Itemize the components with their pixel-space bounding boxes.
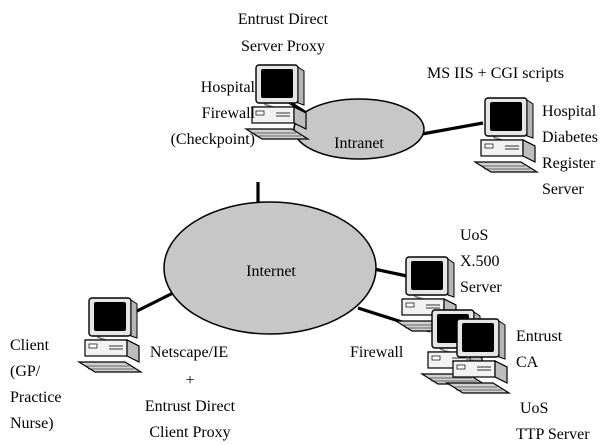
svg-text:Hospital: Hospital xyxy=(201,79,256,96)
link-internet-x500 xyxy=(373,267,408,278)
svg-text:Nurse): Nurse) xyxy=(10,415,54,432)
svg-text:UoS: UoS xyxy=(520,400,548,417)
svg-text:TTP Server: TTP Server xyxy=(516,426,590,443)
svg-text:+: + xyxy=(185,372,194,389)
svg-text:X.500: X.500 xyxy=(460,253,500,270)
svg-text:Entrust Direct: Entrust Direct xyxy=(145,398,236,415)
hospital-diabetes-label: Hospital Diabetes Register Server xyxy=(542,103,598,198)
svg-text:(Checkpoint): (Checkpoint) xyxy=(171,131,255,148)
svg-text:Firewall: Firewall xyxy=(202,105,256,122)
intranet-label: Intranet xyxy=(334,135,384,152)
svg-text:Client: Client xyxy=(10,337,50,354)
svg-text:Register: Register xyxy=(542,155,596,172)
netscape-label: Netscape/IE + Entrust Direct Client Prox… xyxy=(145,344,236,441)
svg-text:Hospital: Hospital xyxy=(542,103,597,120)
svg-text:Diabetes: Diabetes xyxy=(542,129,598,146)
svg-text:Practice: Practice xyxy=(10,389,62,406)
computer-icon xyxy=(474,97,538,173)
firewall-label: Firewall xyxy=(350,344,404,361)
svg-text:Client Proxy: Client Proxy xyxy=(149,424,230,441)
client-label: Client (GP/ Practice Nurse) xyxy=(10,337,62,432)
entrust-ca-label: Entrust CA xyxy=(516,328,563,371)
internet-label: Internet xyxy=(246,263,296,280)
hospital-firewall-label: Hospital Firewall (Checkpoint) xyxy=(171,79,256,148)
computer-icon xyxy=(78,297,142,373)
uos-x500-label: UoS X.500 Server xyxy=(460,227,502,296)
ms-iis-label: MS IIS + CGI scripts xyxy=(427,65,564,82)
intranet-cloud xyxy=(293,98,425,160)
uos-ttp-label: UoS TTP Server xyxy=(516,400,590,443)
svg-text:Server: Server xyxy=(460,279,502,296)
svg-text:Netscape/IE: Netscape/IE xyxy=(150,344,228,361)
entrust-server-proxy-label: Entrust Direct Server Proxy xyxy=(238,11,329,55)
svg-text:UoS: UoS xyxy=(460,227,488,244)
svg-text:(GP/: (GP/ xyxy=(10,363,41,380)
link-intranet-diabetes xyxy=(421,121,484,136)
svg-text:Entrust Direct: Entrust Direct xyxy=(238,11,329,28)
svg-text:Server Proxy: Server Proxy xyxy=(241,38,325,55)
svg-text:CA: CA xyxy=(516,354,539,371)
internet-cloud xyxy=(163,201,377,335)
svg-text:Entrust: Entrust xyxy=(516,328,563,345)
svg-text:Server: Server xyxy=(542,181,584,198)
